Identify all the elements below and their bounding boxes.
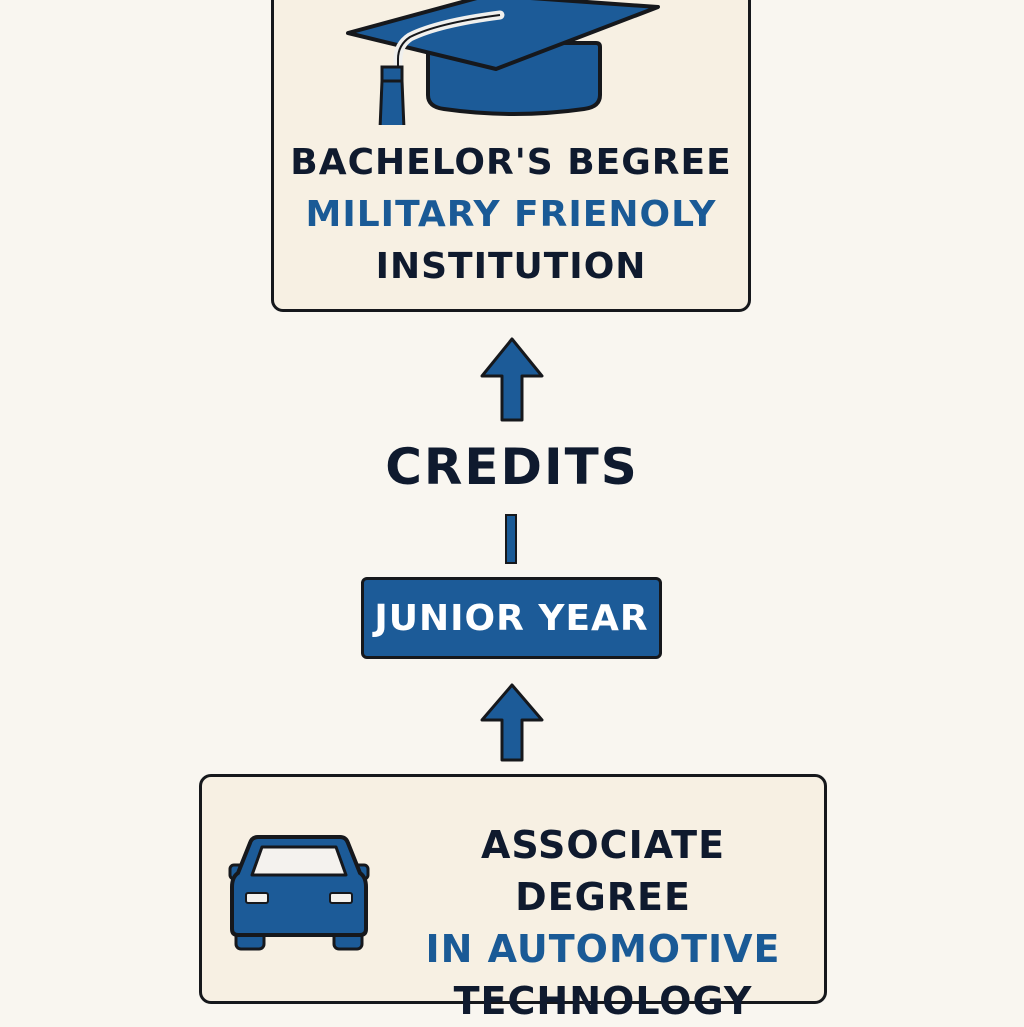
associate-degree-box: ASSOCIATE DEGREE IN AUTOMOTIVE TECHNOLOG… [199, 774, 827, 1023]
credits-label: CREDITS [385, 438, 639, 496]
up-arrow-icon [480, 683, 544, 762]
up-arrow-icon [480, 337, 544, 422]
associate-degree-line-3: TECHNOLOGY [453, 979, 753, 1023]
associate-degree-line-1: ASSOCIATE DEGREE [480, 823, 726, 919]
connector-line [505, 514, 517, 564]
junior-year-label: JUNIOR YEAR [374, 597, 649, 639]
bachelors-degree-text: BACHELOR'S BEGREE MILITARY FRIENOLY INST… [274, 137, 748, 293]
bachelors-degree-line-1: BACHELOR'S BEGREE [290, 142, 732, 183]
associate-degree-text: ASSOCIATE DEGREE IN AUTOMOTIVE TECHNOLOG… [392, 819, 814, 1027]
graduation-cap-icon [346, 0, 660, 125]
bachelors-degree-line-3: INSTITUTION [375, 246, 647, 287]
bachelors-degree-line-2: MILITARY FRIENOLY [305, 194, 717, 235]
junior-year-box: JUNIOR YEAR [361, 577, 662, 659]
bachelors-degree-box: BACHELOR'S BEGREE MILITARY FRIENOLY INST… [271, 0, 751, 312]
car-icon [228, 835, 370, 951]
associate-degree-line-2: IN AUTOMOTIVE [425, 927, 781, 971]
